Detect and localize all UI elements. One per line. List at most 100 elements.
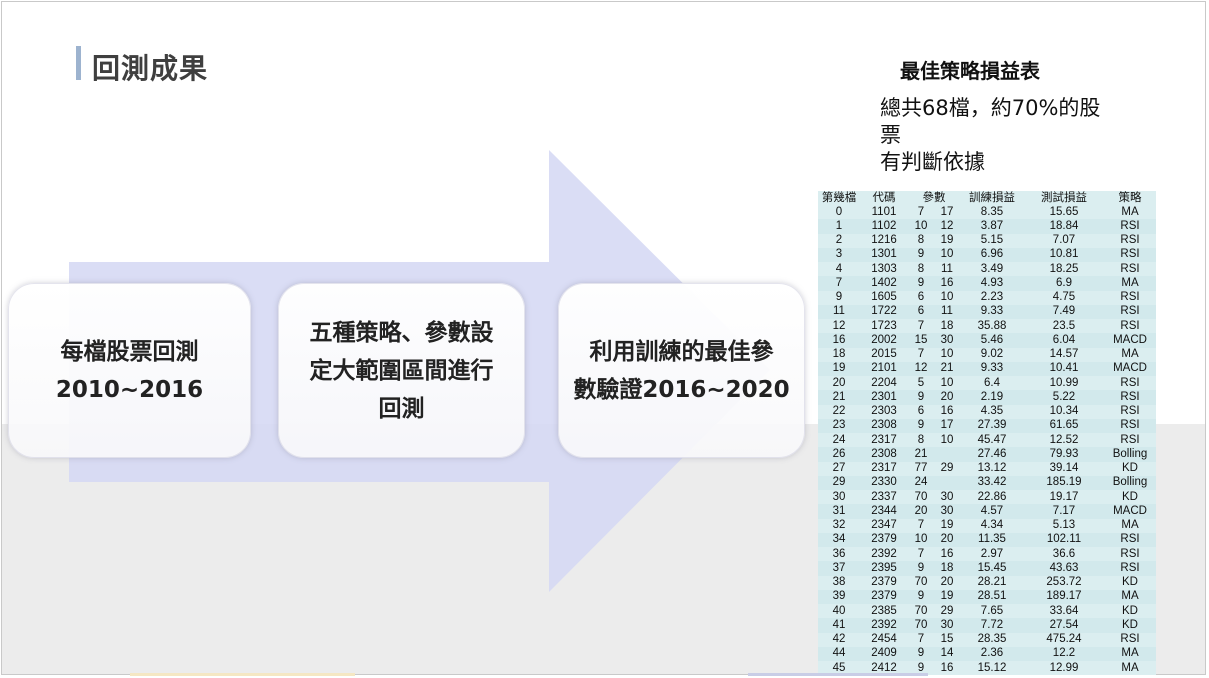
table-cell: 9 [908,561,934,576]
table-cell: MA [1121,205,1139,218]
table-cell: 9.33 [960,304,1024,319]
table-cell: RSI [1120,433,1140,446]
table-cell: 33.42 [960,475,1024,490]
table-cell: 40 [832,604,846,617]
col-header-index: 第幾檔 [821,192,857,204]
table-cell: MA [1121,348,1139,361]
process-step-2: 五種策略、參數設 定大範圍區間進行 回測 [278,283,525,458]
table-cell: 16 [934,276,960,291]
table-cell: 15 [908,333,934,348]
table-cell: RSI [1104,304,1156,319]
table-cell: KD [1104,618,1156,633]
table-cell: 10 [908,219,934,234]
table-cell: 2379 [860,532,908,547]
table-cell: 16 [940,547,954,560]
table-cell: 7.72 [960,618,1024,633]
table-cell: 7.65 [980,604,1004,617]
table-cell: 20 [934,390,960,405]
table-cell: 19.17 [1049,490,1079,503]
table-cell: 6.96 [960,247,1024,262]
table-cell: 13.12 [977,462,1007,475]
table-cell: 1723 [871,319,897,332]
table-cell: 22.86 [977,490,1007,503]
table-cell: 32 [832,519,846,532]
table-cell: 45 [832,661,846,674]
table-cell: 10 [908,532,934,547]
table-cell: 27.54 [1024,618,1104,633]
table-cell: 30 [934,618,960,633]
table-cell: 9 [908,646,934,661]
table-cell: 6 [917,405,925,418]
table-cell: 9 [835,291,843,304]
side-note: 總共68檔，約70%的股 票 有判斷依據 [880,96,1101,174]
table-cell: 3.49 [980,262,1004,275]
table-cell: 4 [835,262,843,275]
table-cell: 15 [940,633,954,646]
table-cell: Bolling [1104,475,1156,490]
table-cell: 26 [818,447,860,462]
table-cell: 17 [934,418,960,433]
table-cell: 2454 [871,633,897,646]
table-cell: 2344 [860,504,908,519]
table-cell: 2204 [871,376,897,389]
table-cell: 2 [835,234,843,247]
table-cell: 18 [934,561,960,576]
table-cell: 12.99 [1049,661,1079,674]
table-cell: 39.14 [1049,462,1079,475]
process-step-3: 利用訓練的最佳參 數驗證2016~2020 [558,283,805,458]
table-cell: 9 [908,418,934,433]
table-cell: 10 [940,291,954,304]
table-cell: 1301 [860,247,908,262]
table-cell: 20 [940,576,954,589]
table-cell: 15.65 [1049,205,1079,218]
table-cell: 1216 [871,234,897,247]
table-cell: 18.84 [1024,219,1104,234]
table-cell: 4.93 [960,276,1024,291]
table-cell: 2379 [860,589,908,604]
table-cell: 37 [818,561,860,576]
table-cell: 6.9 [1024,276,1104,291]
table-cell: 2.19 [960,390,1024,405]
table-cell: 23.5 [1052,319,1076,332]
table-cell: 33.64 [1049,604,1079,617]
table-cell: 5.22 [1024,390,1104,405]
table-cell: 8 [917,262,925,275]
table-cell: 19 [818,361,860,376]
table-cell: 61.65 [1024,418,1104,433]
table-cell: 2015 [871,348,897,361]
table-cell: 11.35 [960,532,1024,547]
table-cell: 5.15 [980,234,1004,247]
table-cell: 43.63 [1024,561,1104,576]
table-cell: 2002 [860,333,908,348]
table-cell: 2347 [871,519,897,532]
table-cell: 1605 [871,291,897,304]
table-cell: 7 [917,205,925,218]
table-cell: 2303 [871,405,897,418]
table-cell: 12.52 [1049,433,1079,446]
table-cell: RSI [1120,376,1140,389]
table-cell: 4.35 [980,405,1004,418]
table-cell: 9.33 [960,361,1024,376]
table-cell: 9 [917,661,925,674]
table-cell: 10 [934,247,960,262]
table-cell: 1303 [871,262,897,275]
col-header-strategy: 策略 [1118,192,1142,204]
table-cell: RSI [1104,390,1156,405]
table-cell: 15.12 [977,661,1007,674]
table-cell: MACD [1104,504,1156,519]
table-cell: 19 [940,234,954,247]
table-cell: 10.41 [1024,361,1104,376]
